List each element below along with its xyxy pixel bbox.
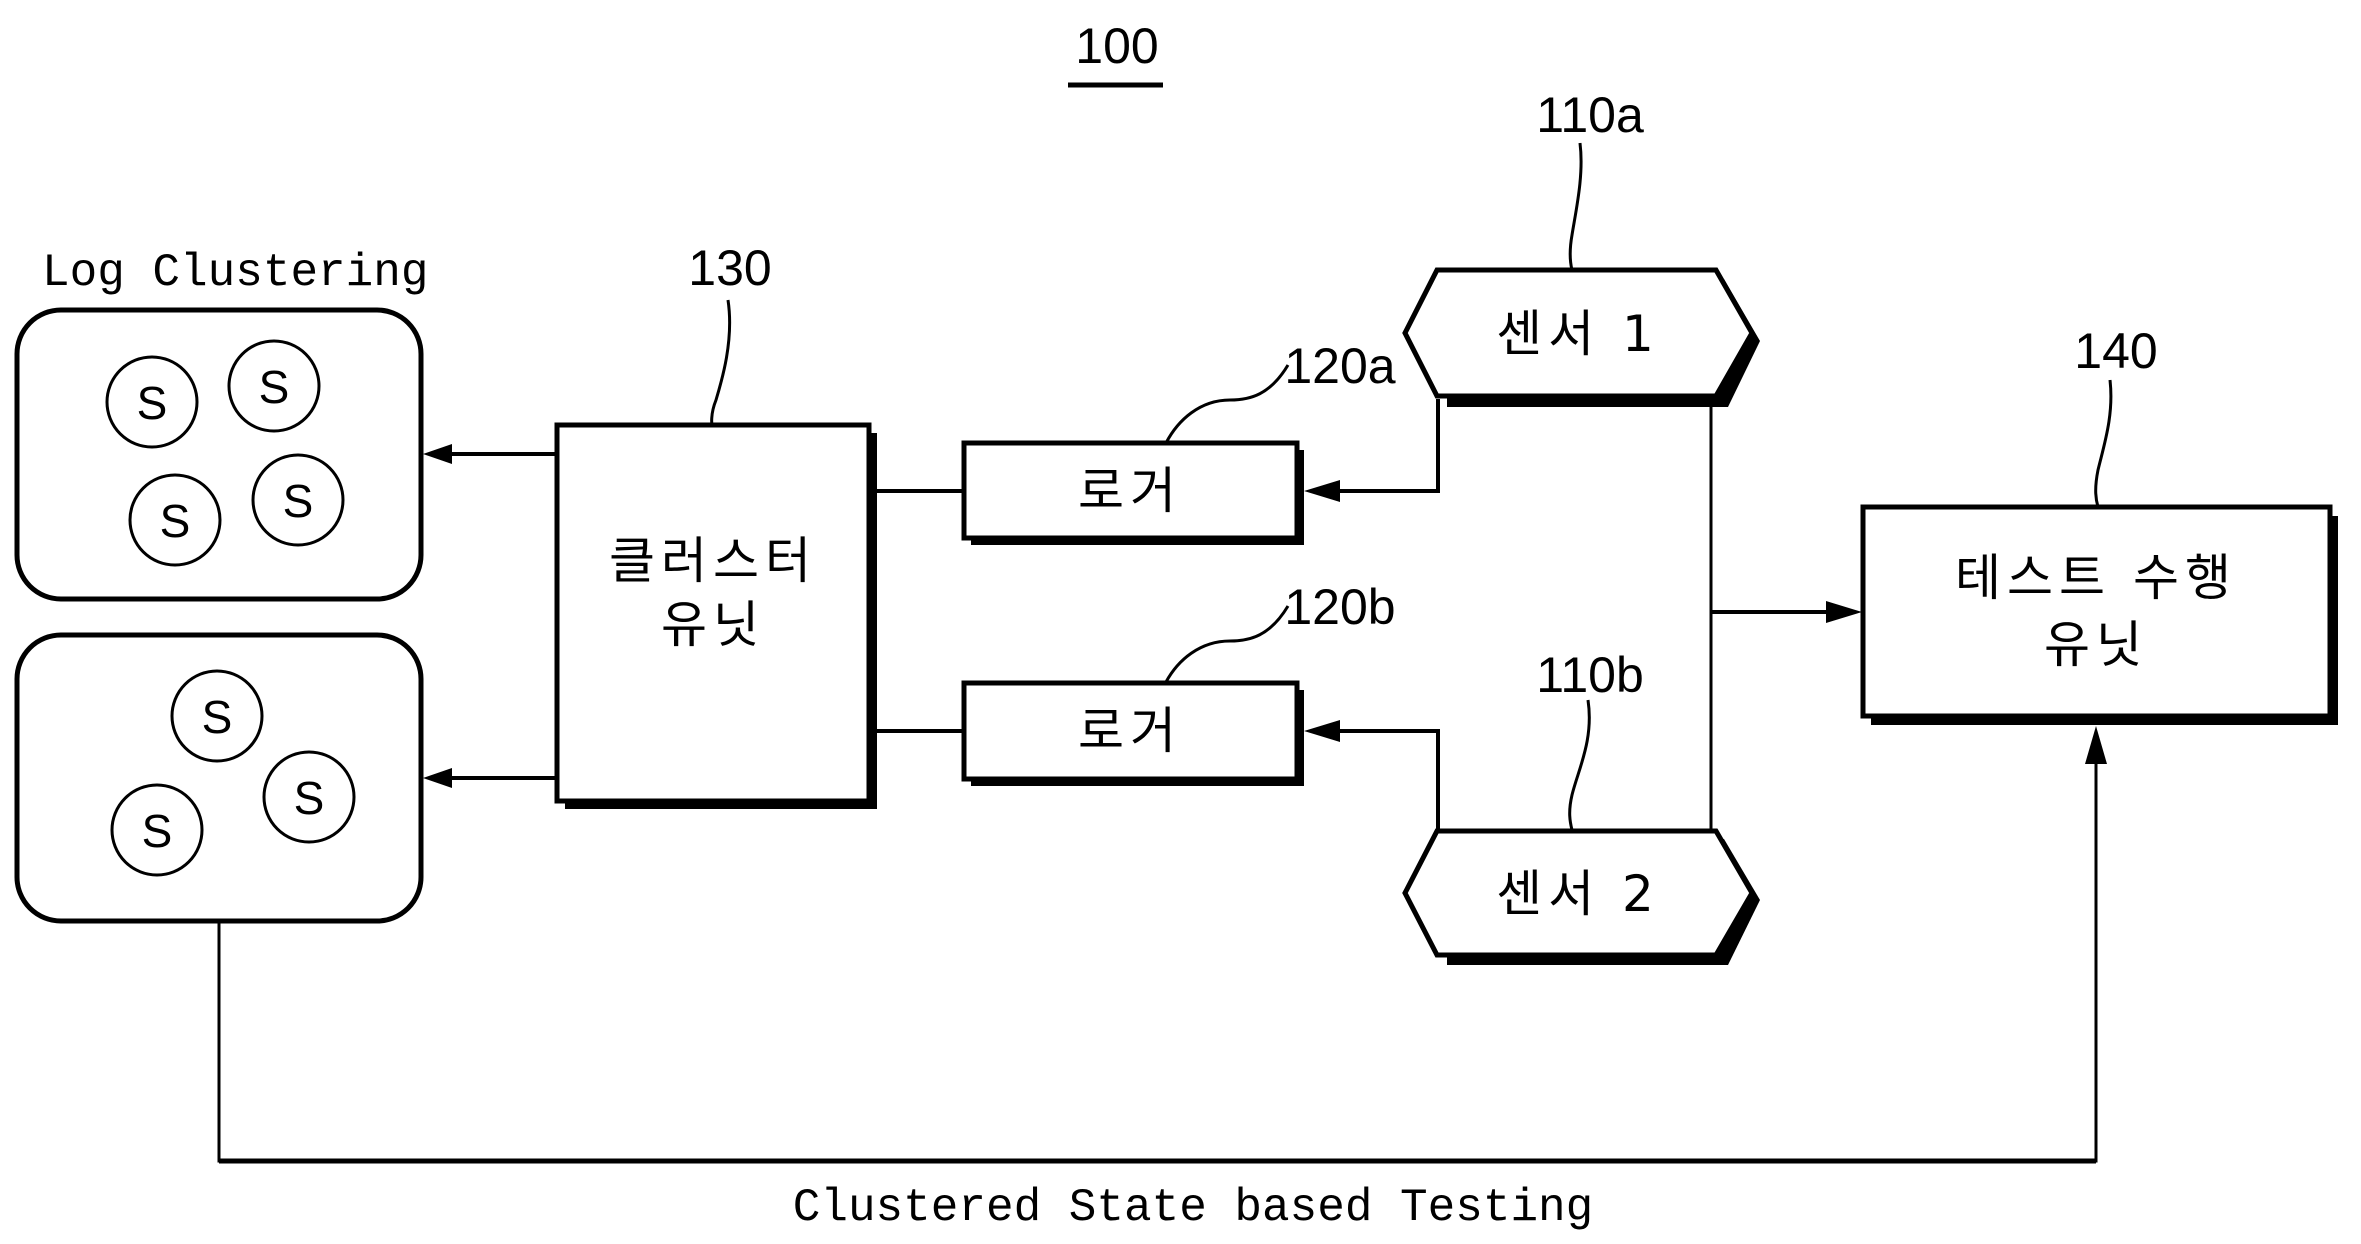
logger-a-label: 로거 — [1078, 462, 1182, 520]
state-node: S — [227, 339, 321, 433]
state-node: S — [128, 473, 222, 567]
svg-text:S: S — [142, 805, 173, 857]
svg-text:S: S — [259, 361, 290, 413]
log-clustering-caption: Log Clustering — [42, 247, 428, 299]
leader-line-130 — [710, 299, 732, 426]
sensor-2-label: 센서 2 — [1496, 865, 1660, 923]
leader-line-120b — [1164, 605, 1290, 683]
cluster-box-2: S S S — [14, 632, 424, 924]
logger-a-box: 로거 — [961, 440, 1304, 545]
cluster-box-1: S S S S — [14, 307, 424, 602]
test-unit-box: 테스트 수행 유닛 — [1860, 504, 2338, 725]
test-unit-label-line2: 유닛 — [2044, 616, 2148, 674]
arrow-head-cluster-1 — [423, 444, 452, 464]
ref-label-120b: 120b — [1284, 579, 1395, 635]
link-sensor-1-to-logger-a — [1335, 399, 1440, 493]
arrow-head-logger-a — [1304, 480, 1340, 502]
leader-line-140 — [2094, 379, 2113, 508]
test-unit-label-line1: 테스트 수행 — [1955, 549, 2237, 607]
state-node: S — [251, 453, 345, 547]
svg-text:S: S — [283, 475, 314, 527]
ref-label-110b: 110b — [1536, 647, 1644, 703]
svg-text:S: S — [202, 691, 233, 743]
arrow-head-test-unit-left — [1826, 601, 1862, 623]
clustered-testing-caption: Clustered State based Testing — [793, 1182, 1594, 1234]
svg-text:S: S — [294, 772, 325, 824]
arrow-head-cluster-2 — [423, 768, 452, 788]
state-node: S — [262, 750, 356, 844]
ref-label-130: 130 — [688, 240, 771, 296]
leader-line-120a — [1164, 364, 1290, 444]
arrow-head-logger-b — [1304, 720, 1340, 742]
cluster-unit-label-line2: 유닛 — [661, 596, 765, 654]
ref-label-120a: 120a — [1284, 338, 1395, 394]
svg-text:S: S — [160, 495, 191, 547]
cluster-unit-label-line1: 클러스터 — [609, 532, 817, 590]
ref-label-140: 140 — [2074, 323, 2157, 379]
logger-b-box: 로거 — [961, 680, 1304, 786]
svg-text:S: S — [137, 377, 168, 429]
cluster-unit-box: 클러스터 유닛 — [554, 422, 877, 809]
ref-label-110a: 110a — [1536, 87, 1644, 143]
feedback-loop-line — [217, 760, 2098, 1163]
arrow-head-test-unit-bottom — [2085, 726, 2107, 764]
sensor-1-label: 센서 1 — [1496, 305, 1660, 363]
sensor-2-hexagon: 센서 2 — [1402, 828, 1760, 965]
state-node: S — [105, 355, 199, 449]
leader-line-110a — [1568, 142, 1583, 271]
link-sensor-2-to-logger-b — [1335, 729, 1440, 830]
figure-number: 100 — [1075, 18, 1158, 74]
state-node: S — [110, 783, 204, 877]
logger-b-label: 로거 — [1078, 702, 1182, 760]
leader-line-110b — [1568, 699, 1591, 831]
sensor-1-hexagon: 센서 1 — [1402, 267, 1760, 407]
state-node: S — [170, 669, 264, 763]
